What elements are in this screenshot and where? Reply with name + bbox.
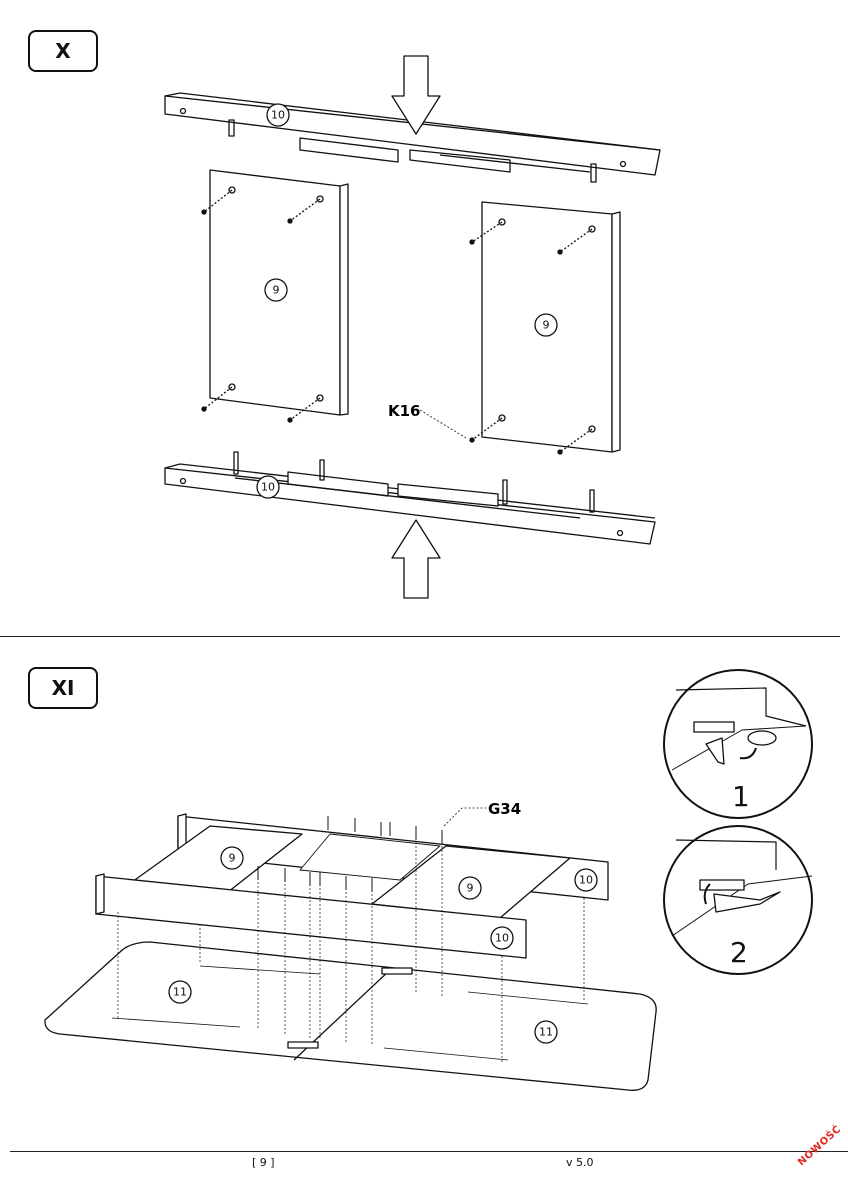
part-label-xi-panel-left: 9: [229, 852, 236, 865]
bottom-rail: [164, 451, 656, 545]
part-label-right-panel: 9: [543, 319, 550, 332]
part-label-top-right: 11: [539, 1026, 553, 1039]
part-label-left-panel: 9: [273, 284, 280, 297]
detail-step-2: 2: [730, 936, 748, 969]
table-top: [44, 941, 657, 1091]
step-x-badge: X: [28, 30, 98, 72]
detail-step-1: 1: [732, 780, 750, 813]
arrow-up: [391, 519, 441, 599]
part-label-xi-rail-front: 10: [495, 932, 509, 945]
code-k16: K16: [388, 402, 421, 420]
part-label-xi-rail-back: 10: [579, 874, 593, 887]
page-number: [ 9 ]: [252, 1156, 275, 1169]
frame: [95, 813, 609, 959]
step-xi-badge: XI: [28, 667, 98, 709]
part-label-top-left: 11: [173, 986, 187, 999]
version-label: v 5.0: [566, 1156, 594, 1169]
part-label-top-rail: 10: [271, 109, 285, 122]
code-g34: G34: [488, 800, 521, 818]
arrow-down: [391, 55, 441, 135]
part-label-bottom-rail: 10: [261, 481, 275, 494]
part-label-xi-panel-right: 9: [467, 882, 474, 895]
detail-1: [663, 669, 813, 819]
detail-2: [663, 825, 813, 975]
alignment-lines: [117, 842, 585, 1062]
footer-divider: [10, 1151, 848, 1152]
screws-g34: [257, 816, 443, 892]
section-divider: [0, 636, 840, 637]
